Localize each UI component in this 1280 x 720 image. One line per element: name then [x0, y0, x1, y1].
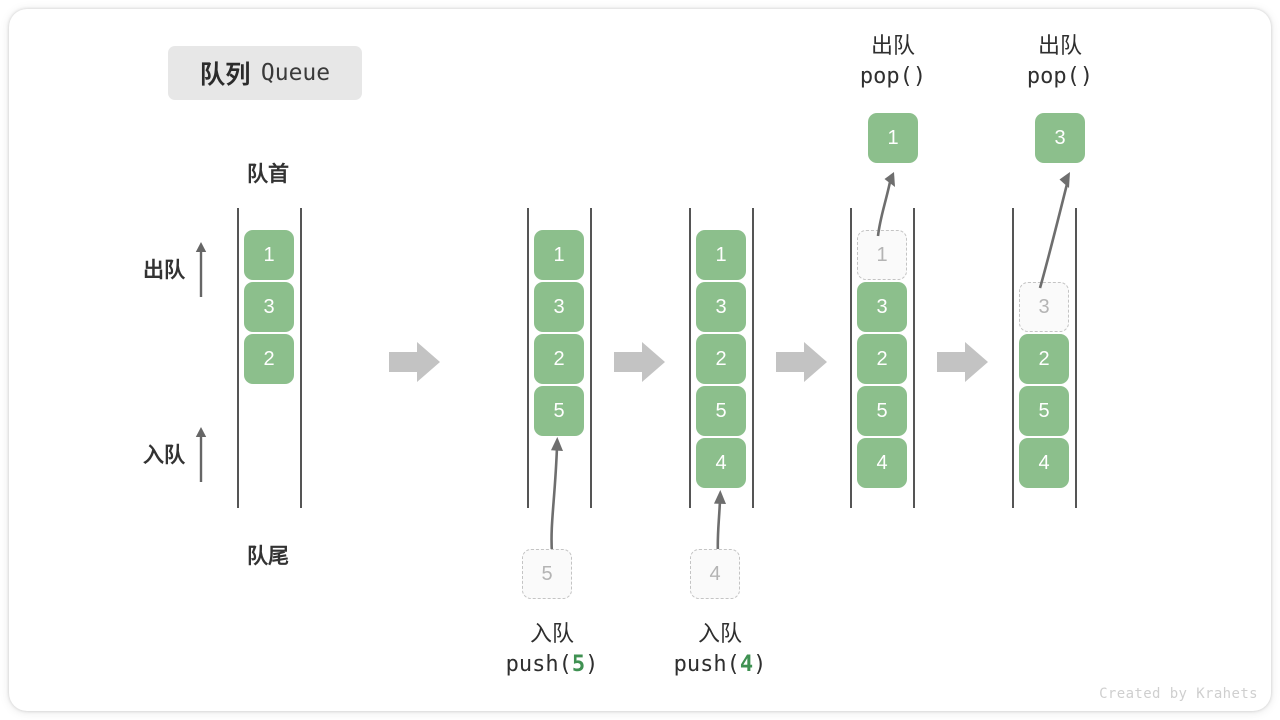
- popped-cell: 3: [1035, 113, 1085, 163]
- queue-cell: 3: [696, 282, 746, 332]
- queue-cell: 2: [857, 334, 907, 384]
- push-5-label-code: push(5): [457, 649, 647, 680]
- pop-3-arrow-icon: [1038, 172, 1070, 289]
- pop-1-label-code: pop(): [859, 64, 927, 90]
- push-4-ghost-slot: 4: [690, 549, 740, 599]
- push-5-code-value: 5: [571, 652, 586, 678]
- title-chinese: 队列: [199, 61, 251, 89]
- push-5-arrow-icon: [550, 437, 563, 554]
- push-5-ghost-slot: 5: [522, 549, 572, 599]
- title-badge: 队列 Queue: [168, 46, 362, 100]
- rail-right: [1075, 208, 1077, 508]
- queue-cell: 5: [534, 386, 584, 436]
- rail-left: [689, 208, 691, 508]
- rail-right: [590, 208, 592, 508]
- enqueue-label: 入队: [143, 444, 185, 467]
- push-5-code-suffix: ): [585, 652, 599, 678]
- push-4-arrow-icon: [714, 490, 726, 555]
- queue-cell: 4: [1019, 438, 1069, 488]
- queue-cell: 1: [696, 230, 746, 280]
- queue-cell: 1: [244, 230, 294, 280]
- rail-right: [913, 208, 915, 508]
- pop-3-label-cn: 出队: [1037, 33, 1082, 58]
- dequeue-direction: 出队: [143, 240, 208, 298]
- pop-3-label: 出队 pop(): [965, 30, 1155, 92]
- queue-cell: 2: [696, 334, 746, 384]
- rail-left: [850, 208, 852, 508]
- queue-cell: 3: [244, 282, 294, 332]
- enqueue-direction: 入队: [143, 425, 208, 483]
- queue-cell: 5: [696, 386, 746, 436]
- pop-1-label: 出队 pop(): [798, 30, 988, 92]
- queue-cell: 5: [1019, 386, 1069, 436]
- ghost-cell: 5: [522, 549, 572, 599]
- pop-1-result-slot: 1: [868, 113, 918, 163]
- enqueue-arrow-icon: [195, 427, 207, 482]
- rail-right: [300, 208, 302, 508]
- flow-arrow-icon: [776, 342, 827, 382]
- rail-right: [752, 208, 754, 508]
- push-4-code-prefix: push(: [673, 652, 740, 678]
- front-label: 队首: [247, 163, 289, 186]
- popped-cell: 1: [868, 113, 918, 163]
- pop-1-label-cn: 出队: [870, 33, 915, 58]
- queue-cell: 4: [696, 438, 746, 488]
- push-4-code-value: 4: [739, 652, 754, 678]
- push-4-code-suffix: ): [753, 652, 767, 678]
- ghost-cell: 1: [857, 230, 907, 280]
- queue-cell: 2: [244, 334, 294, 384]
- pop-3-label-code: pop(): [1026, 64, 1094, 90]
- pop-3-result-slot: 3: [1035, 113, 1085, 163]
- flow-arrow-icon: [614, 342, 665, 382]
- queue-cell: 3: [534, 282, 584, 332]
- queue-cell: 3: [857, 282, 907, 332]
- push-5-code-prefix: push(: [505, 652, 572, 678]
- flow-arrow-icon: [389, 342, 440, 382]
- queue-cell: 1: [534, 230, 584, 280]
- ghost-cell: 3: [1019, 282, 1069, 332]
- queue-cell: 5: [857, 386, 907, 436]
- push-4-label-code: push(4): [625, 649, 815, 680]
- rail-left: [1012, 208, 1014, 508]
- rail-left: [527, 208, 529, 508]
- watermark: Created by Krahets: [1099, 686, 1258, 702]
- queue-cell: 2: [1019, 334, 1069, 384]
- dequeue-label: 出队: [143, 259, 185, 282]
- push-4-label-cn: 入队: [697, 621, 742, 646]
- pop-1-arrow-icon: [876, 172, 895, 237]
- rail-left: [237, 208, 239, 508]
- push-5-label-cn: 入队: [529, 621, 574, 646]
- queue-cell: 2: [534, 334, 584, 384]
- dequeue-arrow-icon: [195, 242, 207, 297]
- rear-label: 队尾: [247, 545, 289, 568]
- queue-cell: 4: [857, 438, 907, 488]
- title-english: Queue: [260, 60, 331, 86]
- ghost-cell: 4: [690, 549, 740, 599]
- push-5-label: 入队 push(5): [457, 618, 647, 680]
- push-4-label: 入队 push(4): [625, 618, 815, 680]
- flow-arrow-icon: [937, 342, 988, 382]
